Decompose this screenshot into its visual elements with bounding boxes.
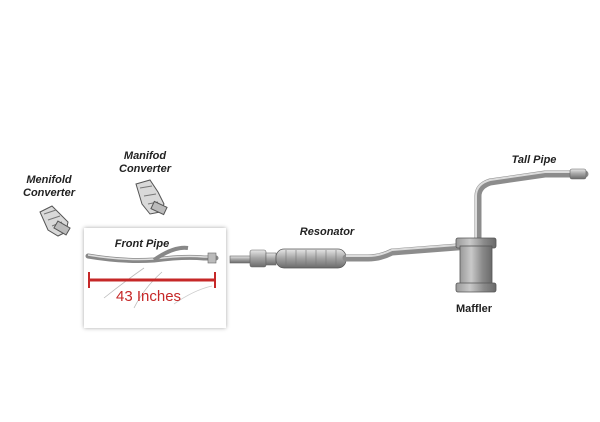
- muffler-body: [459, 245, 493, 287]
- front-clamp: [265, 252, 277, 266]
- maffler-label: Maffler: [455, 303, 493, 315]
- front-pipe-drawing: [85, 245, 219, 309]
- manifod-converter-part: [135, 179, 168, 216]
- front-flange: [249, 249, 267, 268]
- menifold-line2: Converter: [23, 187, 75, 199]
- mid-pipe: [342, 242, 474, 262]
- front-connector-pipe: [229, 255, 253, 264]
- menifold-line1: Menifold: [26, 174, 72, 186]
- manifod-line1: Manifod: [123, 150, 167, 162]
- tail-pipe: [474, 170, 589, 242]
- resonator-label: Resonator: [299, 226, 355, 238]
- tall-pipe-label: Tall Pipe: [511, 154, 557, 166]
- measurement-label: 43 Inches: [116, 288, 182, 305]
- front-pipe-inset: [84, 228, 226, 328]
- menifold-converter-part: [39, 205, 71, 237]
- muffler-bottom-flange: [455, 282, 497, 293]
- tail-pipe-tip: [569, 168, 587, 180]
- menifold-converter-label: Menifold Converter: [18, 174, 80, 200]
- front-pipe-label: Front Pipe: [114, 238, 170, 250]
- manifod-converter-label: Manifod Converter: [114, 150, 176, 176]
- resonator-body: [275, 248, 347, 269]
- resonator-ribs: [285, 250, 337, 267]
- manifod-line2: Converter: [119, 163, 171, 175]
